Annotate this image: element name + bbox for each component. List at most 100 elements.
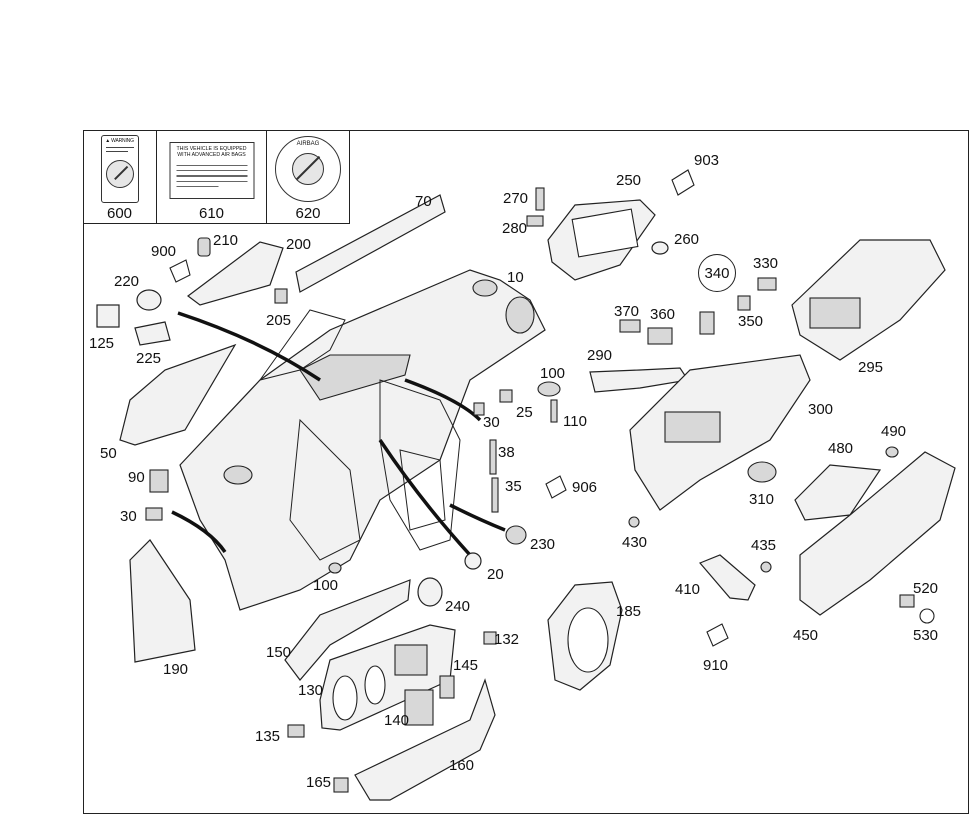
side-panel-part bbox=[129, 539, 196, 663]
callout-340: 340 bbox=[698, 254, 736, 292]
callout-110: 110 bbox=[563, 413, 587, 430]
callout-230: 230 bbox=[530, 536, 556, 553]
screw-part bbox=[628, 516, 640, 528]
clip-part bbox=[328, 562, 342, 574]
upper-cover-part bbox=[187, 241, 284, 306]
callout-903: 903 bbox=[694, 152, 720, 169]
bulb-part bbox=[483, 631, 497, 645]
clip-part bbox=[333, 777, 349, 793]
callout-240: 240 bbox=[445, 598, 471, 615]
screw-part bbox=[197, 237, 211, 257]
storage-compartment-part bbox=[791, 239, 946, 361]
callout-200: 200 bbox=[286, 236, 312, 253]
cluster-housing-part bbox=[284, 579, 411, 681]
bolt-part bbox=[535, 187, 545, 211]
washer-part bbox=[919, 608, 935, 624]
glovebox-liner-part bbox=[794, 464, 882, 521]
callout-30-left: 30 bbox=[120, 508, 137, 525]
label-cell-600[interactable]: ▲ WARNING 600 bbox=[83, 130, 157, 224]
dashboard-panel-part bbox=[179, 269, 546, 611]
label-cell-620[interactable]: AIRBAG 620 bbox=[267, 130, 349, 224]
warning-labels-panel: ▲ WARNING 600 THIS VEHICLE IS EQUIPPED W… bbox=[83, 130, 350, 224]
callout-35: 35 bbox=[505, 478, 522, 495]
grommet-part bbox=[505, 525, 527, 545]
callout-160: 160 bbox=[449, 757, 475, 774]
callout-906: 906 bbox=[572, 479, 598, 496]
airbag-notice-label-icon: THIS VEHICLE IS EQUIPPED WITH ADVANCED A… bbox=[169, 142, 254, 199]
connector-part bbox=[757, 277, 777, 291]
callout-300: 300 bbox=[808, 401, 834, 418]
callout-130: 130 bbox=[298, 682, 324, 699]
tag-label-part bbox=[671, 169, 695, 196]
callout-50: 50 bbox=[100, 445, 117, 462]
bolt-part bbox=[489, 439, 497, 475]
callout-360: 360 bbox=[650, 306, 676, 323]
callout-480: 480 bbox=[828, 440, 854, 457]
seal-title: AIRBAG bbox=[296, 141, 320, 147]
callout-450: 450 bbox=[793, 627, 819, 644]
bracket-part bbox=[537, 381, 561, 397]
callout-125: 125 bbox=[89, 335, 115, 352]
callout-220: 220 bbox=[114, 273, 140, 290]
callout-435: 435 bbox=[751, 537, 777, 554]
vent-outlet-part bbox=[505, 296, 535, 334]
callout-350: 350 bbox=[738, 313, 764, 330]
label-number: 600 bbox=[106, 205, 133, 222]
callout-900: 900 bbox=[151, 243, 177, 260]
tag-label-part bbox=[545, 475, 567, 499]
clip-part bbox=[499, 389, 513, 403]
foam-block-part bbox=[134, 321, 171, 346]
callout-260: 260 bbox=[674, 231, 700, 248]
nut-part bbox=[526, 215, 544, 227]
bracket-part bbox=[149, 469, 169, 493]
callout-10: 10 bbox=[507, 269, 524, 286]
switch-part bbox=[647, 327, 673, 345]
callout-20: 20 bbox=[487, 566, 504, 583]
callout-410: 410 bbox=[675, 581, 701, 598]
callout-330: 330 bbox=[753, 255, 779, 272]
callout-910: 910 bbox=[703, 657, 729, 674]
callout-70: 70 bbox=[415, 193, 432, 210]
trim-strip-part bbox=[295, 194, 446, 293]
callout-90: 90 bbox=[128, 469, 145, 486]
callout-145: 145 bbox=[453, 657, 479, 674]
clip-part bbox=[473, 402, 485, 416]
label-cell-610[interactable]: THIS VEHICLE IS EQUIPPED WITH ADVANCED A… bbox=[157, 130, 267, 224]
callout-370: 370 bbox=[614, 303, 640, 320]
switch-part bbox=[619, 319, 641, 333]
bolt-part bbox=[491, 477, 499, 513]
knob-part bbox=[747, 461, 777, 483]
callout-205: 205 bbox=[266, 312, 292, 329]
display-part bbox=[404, 689, 434, 726]
lower-trim-part bbox=[354, 678, 496, 801]
callout-25: 25 bbox=[516, 404, 533, 421]
cap-part bbox=[651, 241, 669, 255]
callout-132: 132 bbox=[494, 631, 520, 648]
round-vent-part bbox=[417, 577, 443, 607]
lamp-part bbox=[699, 311, 715, 335]
callout-100-lower: 100 bbox=[313, 577, 339, 594]
callout-210: 210 bbox=[213, 232, 239, 249]
callout-490: 490 bbox=[881, 423, 907, 440]
glovebox-lid-part bbox=[799, 451, 956, 616]
callout-190: 190 bbox=[163, 661, 189, 678]
clip-part bbox=[274, 288, 288, 304]
callout-100-upper: 100 bbox=[540, 365, 566, 382]
vent-outlet-part bbox=[223, 465, 253, 485]
release-switch-part bbox=[698, 554, 756, 601]
screw-part bbox=[899, 594, 915, 608]
callout-185: 185 bbox=[616, 603, 642, 620]
callout-250: 250 bbox=[616, 172, 642, 189]
screw-part bbox=[760, 561, 772, 573]
notice-title: THIS VEHICLE IS EQUIPPED WITH ADVANCED A… bbox=[176, 146, 247, 158]
clip-part bbox=[439, 675, 455, 699]
airbag-seal-label-icon: AIRBAG bbox=[275, 136, 341, 202]
side-cover-part bbox=[119, 343, 237, 446]
screw-part bbox=[550, 399, 558, 423]
clip-part bbox=[96, 304, 120, 328]
callout-150: 150 bbox=[266, 644, 292, 661]
callout-280: 280 bbox=[502, 220, 528, 237]
airbag-warning-label-icon: ▲ WARNING bbox=[100, 135, 139, 203]
callout-290: 290 bbox=[587, 347, 613, 364]
